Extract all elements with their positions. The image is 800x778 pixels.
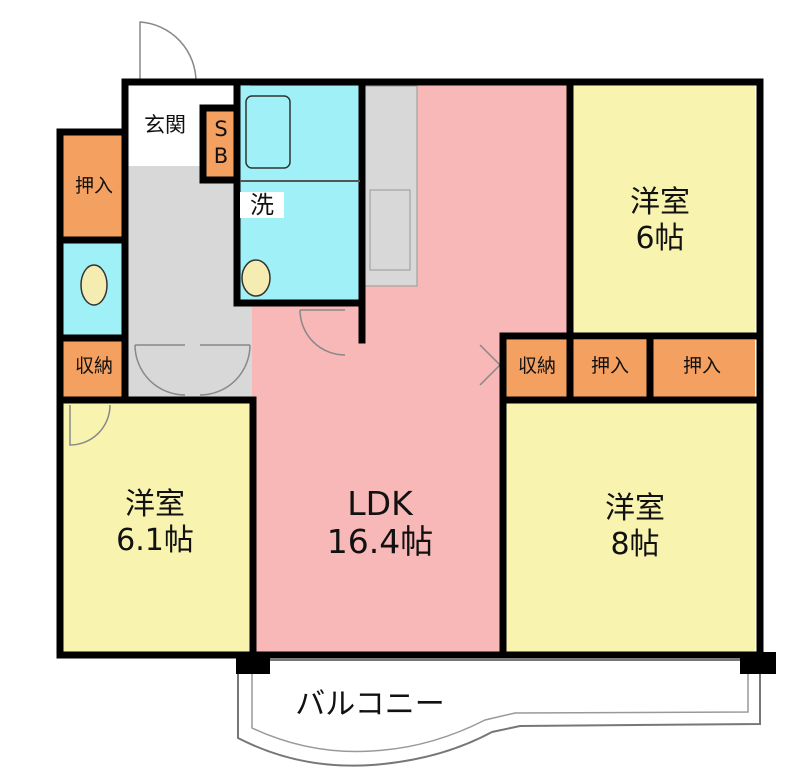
closet-middle-a-label: 押入 xyxy=(590,355,629,377)
ldk-door xyxy=(299,309,346,356)
corner-block-left xyxy=(236,652,270,674)
shoebox-fill xyxy=(205,108,237,180)
closet-middle-b-fill xyxy=(650,340,755,398)
entrance-label: 玄関 xyxy=(144,113,186,137)
room-ldk-size: 16.4帖 xyxy=(326,522,434,561)
room-ldk-name: LDK xyxy=(347,484,413,523)
hall-door-left xyxy=(134,344,186,396)
bathtub xyxy=(245,95,291,169)
room-bottom-right-fill xyxy=(505,398,755,655)
closet-middle-b-label: 押入 xyxy=(682,355,721,377)
entrance-door xyxy=(139,21,197,83)
room-top-right-size: 6帖 xyxy=(635,221,685,256)
kitchen-sink xyxy=(369,189,411,271)
storage-left-label: 収納 xyxy=(74,355,113,377)
room-bottom-right-name: 洋室 xyxy=(605,491,665,526)
room-top-right-name: 洋室 xyxy=(630,185,690,220)
washroom-label: 洗 xyxy=(240,192,284,218)
closet-middle-a-fill xyxy=(570,340,650,398)
shoebox-label-b: B xyxy=(213,144,229,168)
balcony-label: バルコニー xyxy=(295,687,445,722)
room-top-right-fill xyxy=(570,86,755,336)
room-bottom-left-name: 洋室 xyxy=(125,487,185,522)
hall-door-right xyxy=(199,344,251,396)
walls xyxy=(56,78,764,659)
corner-block-right xyxy=(740,652,776,674)
wash-basin xyxy=(241,259,271,297)
shoebox-label-s: S xyxy=(214,117,228,141)
balcony-outline xyxy=(237,659,761,767)
closet-top-left-fill xyxy=(63,132,125,240)
bath-fill xyxy=(238,86,360,181)
hall-fill xyxy=(125,165,252,400)
room-bottom-right-size: 8帖 xyxy=(610,527,660,562)
room-bottom-left-fill xyxy=(63,400,253,655)
entrance-fill xyxy=(125,86,203,166)
closet-top-left-label: 押入 xyxy=(74,175,113,197)
room-bottom-left-size: 6.1帖 xyxy=(116,523,194,558)
storage-middle-label: 収納 xyxy=(517,355,556,377)
bedroom-left-door xyxy=(69,404,111,446)
storage-left-fill xyxy=(63,340,125,398)
kitchen-counter xyxy=(361,85,418,287)
storage-middle-fill xyxy=(505,340,570,398)
toilet-bowl xyxy=(80,264,108,306)
balcony-inner xyxy=(251,660,749,753)
